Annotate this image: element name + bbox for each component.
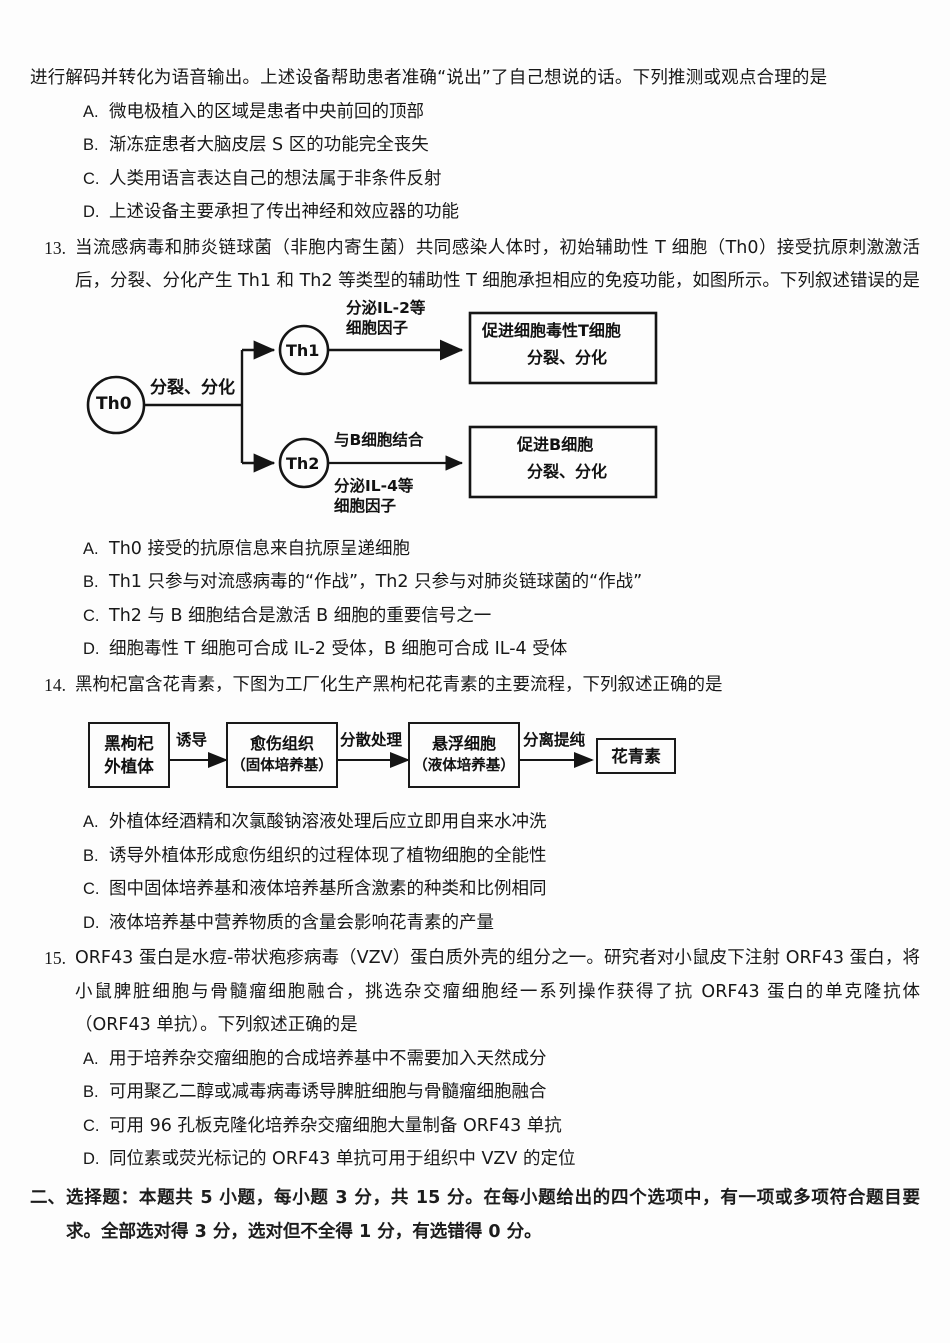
lead-paragraph: 进行解码并转化为语音输出。上述设备帮助患者准确“说出”了自己想说的话。下列推测或… <box>30 68 828 88</box>
flow-box-callus: 愈伤组织 （固体培养基） <box>226 722 338 788</box>
option-row: B. 可用聚乙二醇或减毒病毒诱导脾脏细胞与骨髓瘤细胞融合 <box>83 1076 920 1110</box>
option-row: A. 用于培养杂交瘤细胞的合成培养基中不需要加入天然成分 <box>83 1043 920 1077</box>
option-text: 上述设备主要承担了传出神经和效应器的功能 <box>109 202 459 222</box>
option-text: Th0 接受的抗原信息来自抗原呈递细胞 <box>109 538 410 559</box>
option-letter: A. <box>83 102 99 121</box>
option-letter: C. <box>83 1116 100 1135</box>
result-box-top-line1: 促进细胞毒性T细胞 <box>482 320 621 340</box>
option-text: 人类用语言表达自己的想法属于非条件反射 <box>109 168 442 189</box>
question-stem: 当流感病毒和肺炎链球菌（非胞内寄生菌）共同感染人体时，初始辅助性 T 细胞（Th… <box>75 237 920 292</box>
option-letter: D. <box>83 1150 100 1168</box>
option-text: 微电极植入的区域是患者中央前回的顶部 <box>109 101 424 122</box>
edge-label-il4-line2: 细胞因子 <box>334 496 397 515</box>
option-row: C. 人类用语言表达自己的想法属于非条件反射 <box>83 163 920 197</box>
flow-box-suspension-cells: 悬浮细胞 （液体培养基） <box>408 722 520 788</box>
section-description: 选择题：本题共 5 小题，每小题 3 分，共 15 分。在每小题给出的四个选项中… <box>66 1187 920 1242</box>
option-row: A. 外植体经酒精和次氯酸钠溶液处理后应立即用自来水冲洗 <box>83 806 920 840</box>
edge-label-il2-line1: 分泌IL-2等 <box>346 298 426 317</box>
option-row: B. 渐冻症患者大脑皮层 S 区的功能完全丧失 <box>83 129 920 163</box>
question-stem: 黑枸杞富含花青素，下图为工厂化生产黑枸杞花青素的主要流程，下列叙述正确的是 <box>75 674 723 695</box>
flow-box-explant: 黑枸杞 外植体 <box>88 722 170 788</box>
option-row: B. 诱导外植体形成愈伤组织的过程体现了植物细胞的全能性 <box>83 840 920 874</box>
flow-box-callus-line1: 愈伤组织 <box>249 734 314 753</box>
node-label-th0: Th0 <box>96 393 132 414</box>
figure-flow-svg <box>170 752 594 768</box>
option-letter: B. <box>83 846 99 865</box>
edge-label-bcell-binding: 与B细胞结合 <box>334 430 424 449</box>
option-row: D. 细胞毒性 T 细胞可合成 IL-2 受体，B 细胞可合成 IL-4 受体 <box>83 633 920 667</box>
flow-arrow-label-induce: 诱导 <box>176 731 208 749</box>
option-letter: C. <box>83 880 100 898</box>
option-letter: C. <box>83 606 100 625</box>
question-13-options: A. Th0 接受的抗原信息来自抗原呈递细胞 B. Th1 只参与对流感病毒的“… <box>83 533 920 667</box>
option-row: D. 同位素或荧光标记的 ORF43 单抗可用于组织中 VZV 的定位 <box>83 1143 920 1177</box>
result-box-bottom-line2: 分裂、分化 <box>527 461 608 481</box>
option-row: C. 可用 96 孔板克隆化培养杂交瘤细胞大量制备 ORF43 单抗 <box>83 1110 920 1144</box>
section-two-heading: 二、 选择题：本题共 5 小题，每小题 3 分，共 15 分。在每小题给出的四个… <box>30 1181 920 1249</box>
option-letter: B. <box>83 573 99 591</box>
option-text: 细胞毒性 T 细胞可合成 IL-2 受体，B 细胞可合成 IL-4 受体 <box>109 639 568 659</box>
flow-box-suspension-line2: （液体培养基） <box>413 758 515 774</box>
option-letter: A. <box>83 1049 99 1068</box>
option-letter: B. <box>83 1083 99 1101</box>
option-letter: C. <box>83 169 100 188</box>
option-row: C. Th2 与 B 细胞结合是激活 B 细胞的重要信号之一 <box>83 600 920 634</box>
option-row: C. 图中固体培养基和液体培养基所含激素的种类和比例相同 <box>83 873 920 907</box>
option-text: 可用 96 孔板克隆化培养杂交瘤细胞大量制备 ORF43 单抗 <box>109 1115 562 1136</box>
question-14-options: A. 外植体经酒精和次氯酸钠溶液处理后应立即用自来水冲洗 B. 诱导外植体形成愈… <box>83 806 920 940</box>
section-number: 二、 <box>30 1187 65 1208</box>
flow-arrow-label-purification: 分离提纯 <box>523 731 586 749</box>
question-15: 15. ORF43 蛋白是水痘-带状疱疹病毒（VZV）蛋白质外壳的组分之一。研究… <box>30 942 920 1043</box>
option-text: Th1 只参与对流感病毒的“作战”，Th2 只参与对肺炎链球菌的“作战” <box>109 572 643 592</box>
edge-label-il4-line1: 分泌IL-4等 <box>334 476 414 495</box>
lead-options-list: A. 微电极植入的区域是患者中央前回的顶部 B. 渐冻症患者大脑皮层 S 区的功… <box>83 96 920 230</box>
option-text: 同位素或荧光标记的 ORF43 单抗可用于组织中 VZV 的定位 <box>109 1149 576 1169</box>
option-letter: A. <box>83 539 99 558</box>
question-number: 15. <box>44 948 66 968</box>
node-label-th1: Th1 <box>286 340 320 360</box>
option-letter: A. <box>83 813 99 831</box>
figure-th-cell-differentiation: Th0 Th1 Th2 分裂、分化 分泌IL-2等 细胞因子 与B细胞结合 分泌… <box>30 299 920 533</box>
option-row: A. Th0 接受的抗原信息来自抗原呈递细胞 <box>83 533 920 567</box>
option-row: D. 上述设备主要承担了传出神经和效应器的功能 <box>83 196 920 230</box>
result-box-bottom-line1: 促进B细胞 <box>517 434 594 454</box>
flow-box-anthocyanin: 花青素 <box>596 738 676 774</box>
edge-label-il2-line2: 细胞因子 <box>346 318 409 337</box>
question-15-options: A. 用于培养杂交瘤细胞的合成培养基中不需要加入天然成分 B. 可用聚乙二醇或减… <box>83 1043 920 1177</box>
option-letter: B. <box>83 136 99 154</box>
option-letter: D. <box>83 640 100 658</box>
flow-box-callus-line2: （固体培养基） <box>231 758 333 774</box>
flow-box-suspension-line1: 悬浮细胞 <box>431 734 496 753</box>
option-row: B. Th1 只参与对流感病毒的“作战”，Th2 只参与对肺炎链球菌的“作战” <box>83 566 920 600</box>
flow-box-explant-line2: 外植体 <box>104 757 154 776</box>
node-label-th2: Th2 <box>286 453 320 473</box>
question-14: 14. 黑枸杞富含花青素，下图为工厂化生产黑枸杞花青素的主要流程，下列叙述正确的… <box>30 669 920 703</box>
flow-arrow-label-dispersion: 分散处理 <box>340 731 403 749</box>
option-row: D. 液体培养基中营养物质的含量会影响花青素的产量 <box>83 907 920 941</box>
page-content: 进行解码并转化为语音输出。上述设备帮助患者准确“说出”了自己想说的话。下列推测或… <box>30 62 920 1249</box>
option-text: 诱导外植体形成愈伤组织的过程体现了植物细胞的全能性 <box>109 845 547 866</box>
flow-box-anthocyanin-label: 花青素 <box>611 746 661 766</box>
option-letter: D. <box>83 203 100 221</box>
flow-box-explant-line1: 黑枸杞 <box>104 734 154 753</box>
option-text: 渐冻症患者大脑皮层 S 区的功能完全丧失 <box>109 135 429 155</box>
option-text: 用于培养杂交瘤细胞的合成培养基中不需要加入天然成分 <box>109 1048 547 1069</box>
question-number: 14. <box>44 674 66 695</box>
option-letter: D. <box>83 913 100 932</box>
figure-anthocyanin-production-flow: 黑枸杞 外植体 诱导 愈伤组织 （固体培养基） 分散处理 悬浮细胞 （液体培养基… <box>30 716 920 798</box>
question-stem: ORF43 蛋白是水痘-带状疱疹病毒（VZV）蛋白质外壳的组分之一。研究者对小鼠… <box>75 948 920 1035</box>
question-13: 13. 当流感病毒和肺炎链球菌（非胞内寄生菌）共同感染人体时，初始辅助性 T 细… <box>30 232 920 299</box>
option-text: 外植体经酒精和次氯酸钠溶液处理后应立即用自来水冲洗 <box>109 812 547 832</box>
result-box-top-line2: 分裂、分化 <box>527 347 608 367</box>
option-text: 可用聚乙二醇或减毒病毒诱导脾脏细胞与骨髓瘤细胞融合 <box>109 1082 547 1102</box>
option-text: 图中固体培养基和液体培养基所含激素的种类和比例相同 <box>109 879 547 899</box>
option-text: 液体培养基中营养物质的含量会影响花青素的产量 <box>109 912 494 933</box>
figure-th-svg <box>86 311 658 498</box>
question-number: 13. <box>44 237 66 258</box>
option-row: A. 微电极植入的区域是患者中央前回的顶部 <box>83 96 920 130</box>
option-text: Th2 与 B 细胞结合是激活 B 细胞的重要信号之一 <box>109 605 492 626</box>
edge-label-division: 分裂、分化 <box>150 377 235 398</box>
